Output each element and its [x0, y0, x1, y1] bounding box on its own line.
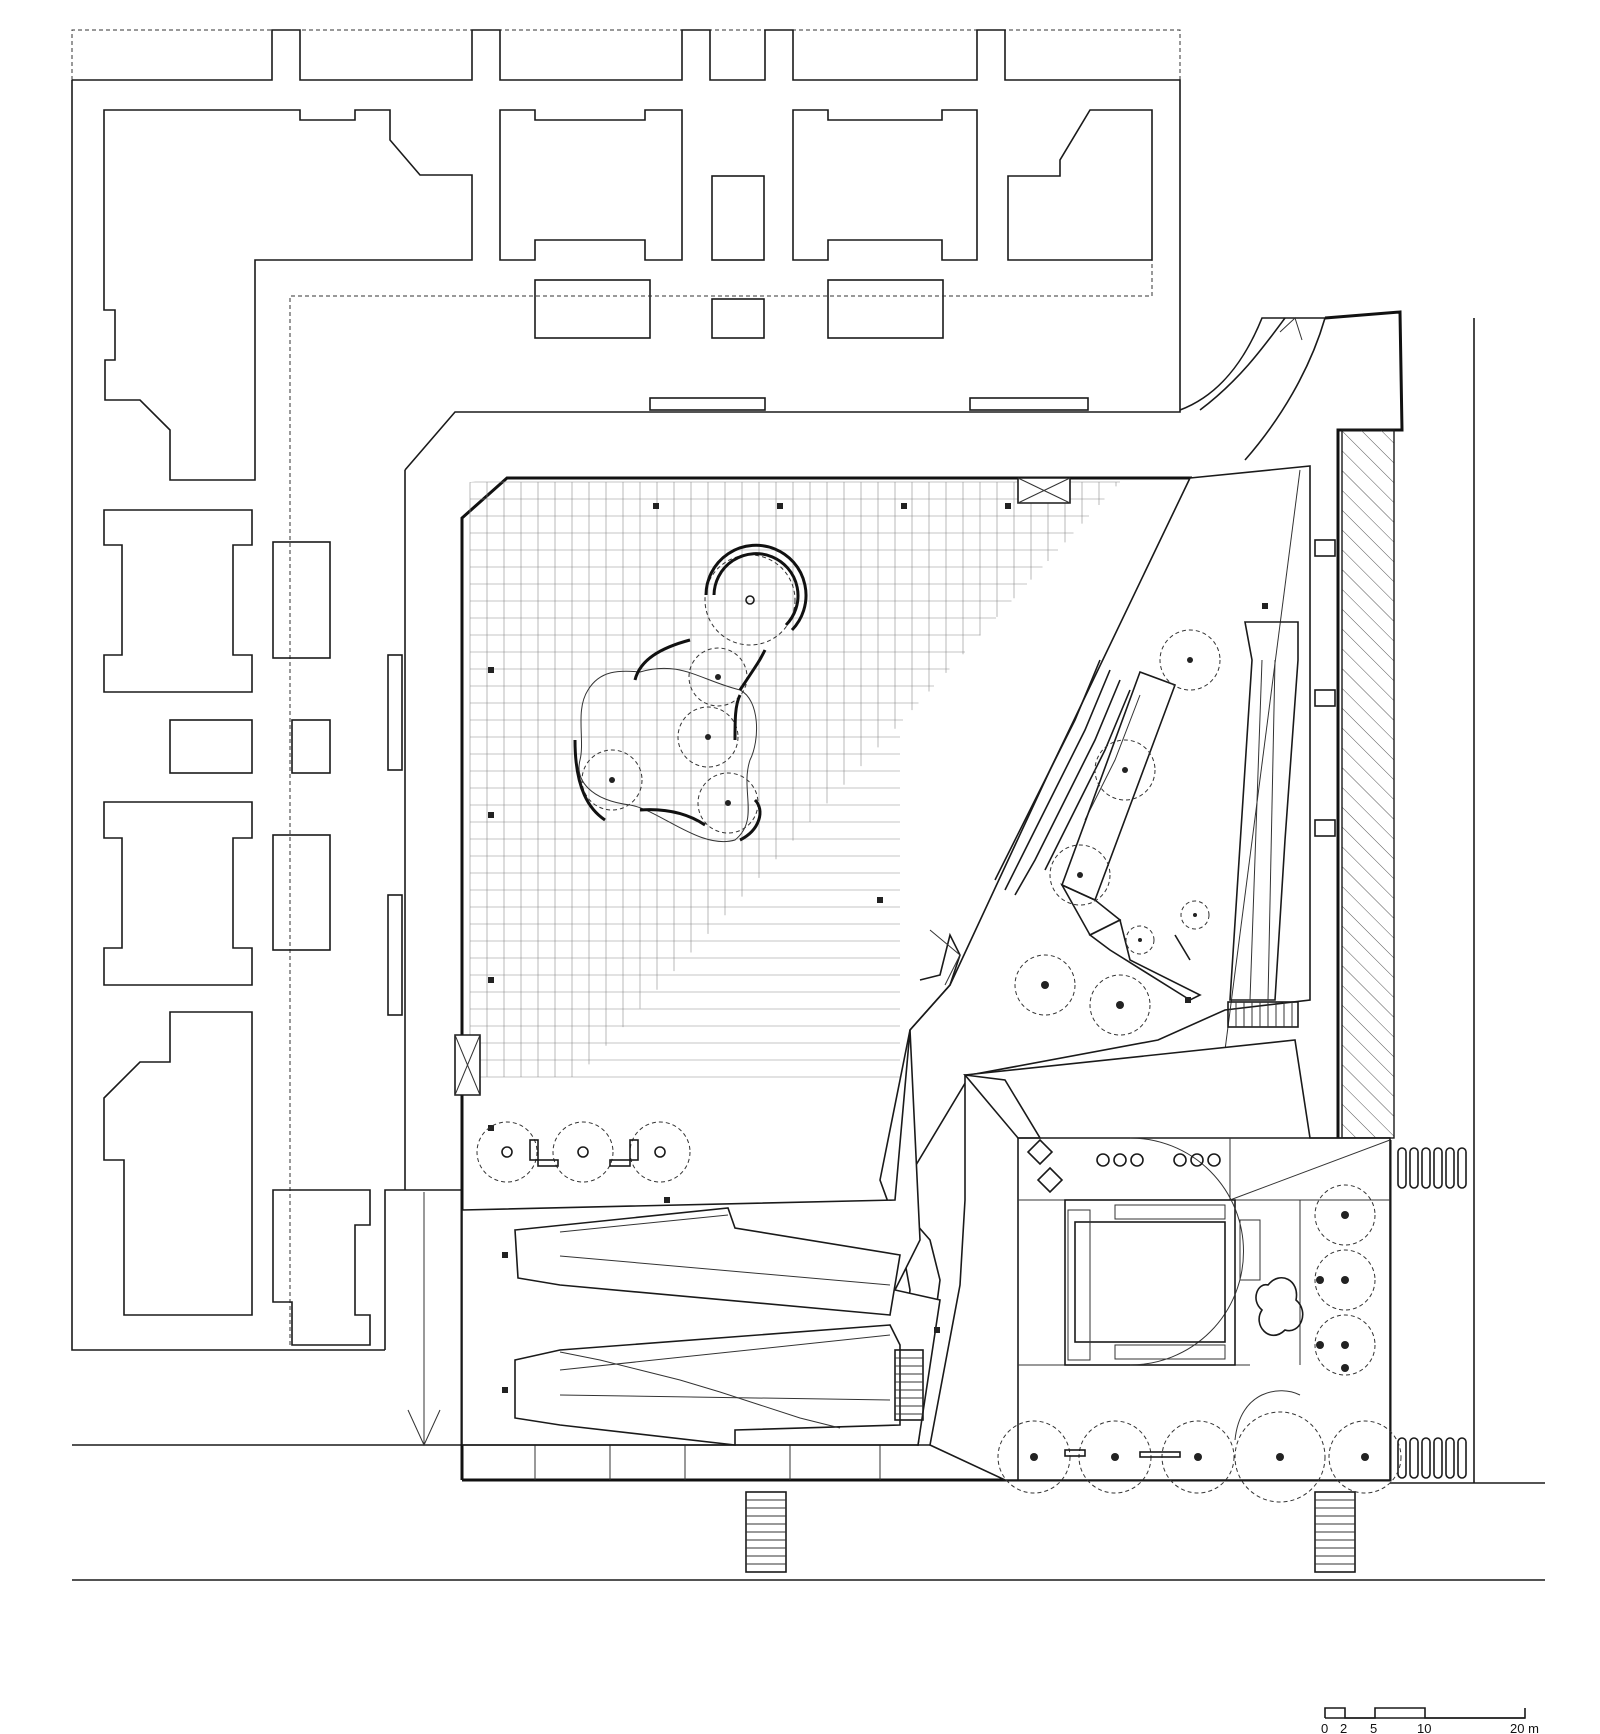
- scale-label-2: 2: [1340, 1721, 1347, 1734]
- bollard: [777, 503, 783, 509]
- bollard: [664, 1197, 670, 1203]
- bollard: [877, 897, 883, 903]
- bollard: [1185, 997, 1191, 1003]
- stair-east: [1227, 1001, 1299, 1028]
- plaza-features: [454, 477, 1268, 1393]
- bleacher-seating: [994, 659, 1141, 896]
- crosswalk-east-south: [1397, 1437, 1467, 1479]
- street-trees: [997, 1390, 1402, 1503]
- scale-label-0: 0: [1321, 1721, 1328, 1734]
- bollard: [502, 1387, 508, 1393]
- stair-south: [894, 1349, 924, 1421]
- bollard: [653, 503, 659, 509]
- crosswalk-south-east: [1314, 1491, 1356, 1573]
- wedge-trees: [1014, 629, 1221, 1036]
- bollard: [488, 977, 494, 983]
- crosswalk-east-north: [1397, 1147, 1467, 1189]
- scale-label-10: 10: [1417, 1721, 1431, 1734]
- bollard: [1005, 503, 1011, 509]
- bollard: [488, 1125, 494, 1131]
- scale-label-20m: 20 m: [1510, 1721, 1539, 1734]
- crosswalk-south-west: [745, 1491, 787, 1573]
- plaza-grid: [469, 481, 1120, 1078]
- scale-bar: 0 2 5 10 20 m: [1321, 1707, 1539, 1734]
- southeast-building: [929, 1039, 1391, 1481]
- bollard: [934, 1327, 940, 1333]
- bollard: [488, 812, 494, 818]
- bollard: [488, 667, 494, 673]
- streets: [72, 318, 1545, 1581]
- neighbouring-buildings: [71, 29, 1181, 1351]
- diagonal-benches: [461, 1029, 1010, 1480]
- scale-label-5: 5: [1370, 1721, 1377, 1734]
- bollard: [901, 503, 907, 509]
- bollard: [502, 1252, 508, 1258]
- bollard: [1262, 603, 1268, 609]
